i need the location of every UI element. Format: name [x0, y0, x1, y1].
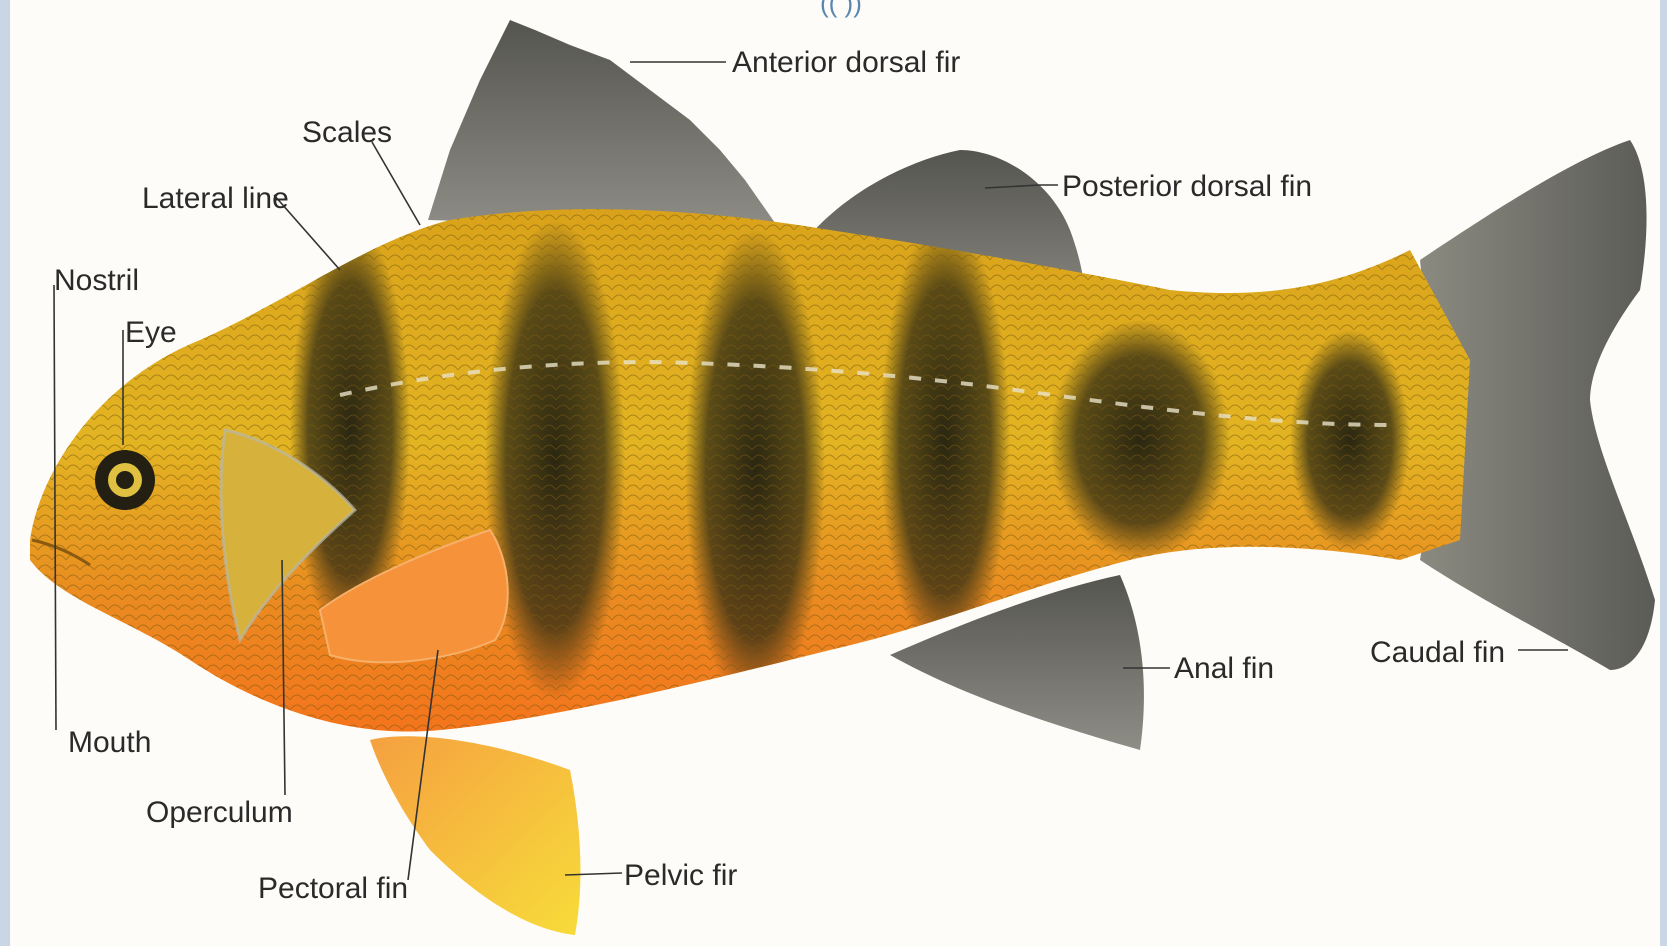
label-caudal-fin: Caudal fin [1370, 636, 1505, 669]
fish-anatomy-diagram: (( )) [10, 0, 1660, 946]
label-posterior-dorsal-fin: Posterior dorsal fin [1062, 170, 1312, 203]
label-nostril: Nostril [54, 264, 139, 297]
eye-mark [95, 450, 155, 510]
pelvic-fin-shape [370, 736, 580, 935]
label-eye: Eye [125, 316, 177, 349]
header-fragment: (( )) [820, 0, 862, 18]
label-mouth: Mouth [68, 726, 151, 759]
label-scales: Scales [302, 116, 392, 149]
label-operculum: Operculum [146, 796, 293, 829]
label-anal-fin: Anal fin [1174, 652, 1274, 685]
label-lateral-line: Lateral line [142, 182, 289, 215]
diagram-page: (( )) [10, 0, 1660, 946]
anterior-dorsal-fin-shape [428, 20, 780, 230]
label-anterior-dorsal-fin: Anterior dorsal fir [732, 46, 960, 79]
label-pectoral-fin: Pectoral fin [258, 872, 408, 905]
label-pelvic-fin: Pelvic fir [624, 859, 737, 892]
